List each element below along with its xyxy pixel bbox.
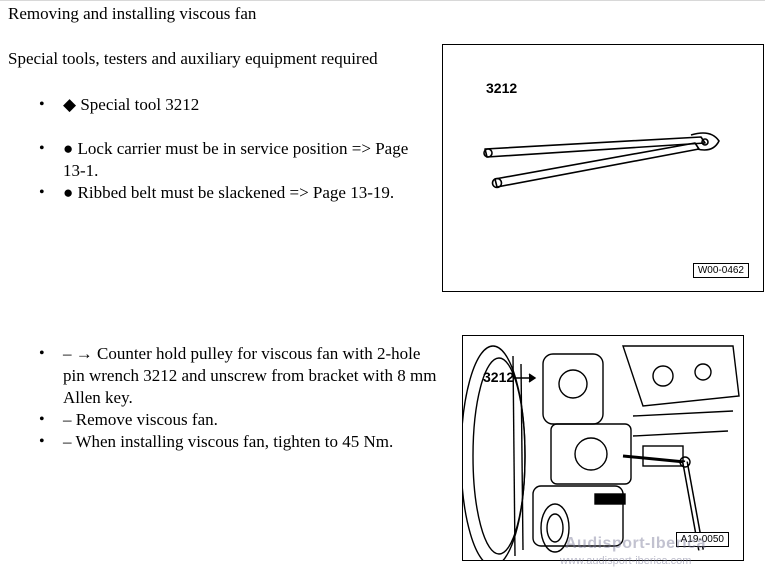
- watermark-brand: Audisport-Iberica: [565, 535, 706, 552]
- top-divider: [0, 0, 765, 1]
- watermark-url: www.audisport-iberica.com: [560, 555, 692, 567]
- tool-label: 3212: [486, 80, 518, 96]
- list-item: – → Counter hold pulley for viscous fan …: [0, 343, 440, 409]
- list-item: ● Ribbed belt must be slackened => Page …: [0, 182, 430, 204]
- list-item: – Remove viscous fan.: [0, 409, 440, 431]
- list-item: ● Lock carrier must be in service positi…: [0, 138, 430, 182]
- figure-code: W00-0462: [692, 263, 749, 278]
- requirements-list: ◆ Special tool 3212 ● Lock carrier must …: [0, 94, 430, 204]
- list-item: – When installing viscous fan, tighten t…: [0, 431, 440, 453]
- list-item: ◆ Special tool 3212: [0, 94, 430, 116]
- steps-list: – → Counter hold pulley for viscous fan …: [0, 343, 440, 453]
- section-subtitle: Special tools, testers and auxiliary equ…: [8, 49, 378, 68]
- installation-figure: 3212 A19-0050: [462, 335, 744, 561]
- figure-code: A19-0050: [675, 532, 729, 547]
- tool-label: 3212: [483, 369, 515, 385]
- pin-wrench-illustration: [483, 132, 720, 189]
- page-title: Removing and installing viscous fan: [8, 4, 257, 23]
- tool-figure: 3212 W00-0462: [442, 44, 764, 292]
